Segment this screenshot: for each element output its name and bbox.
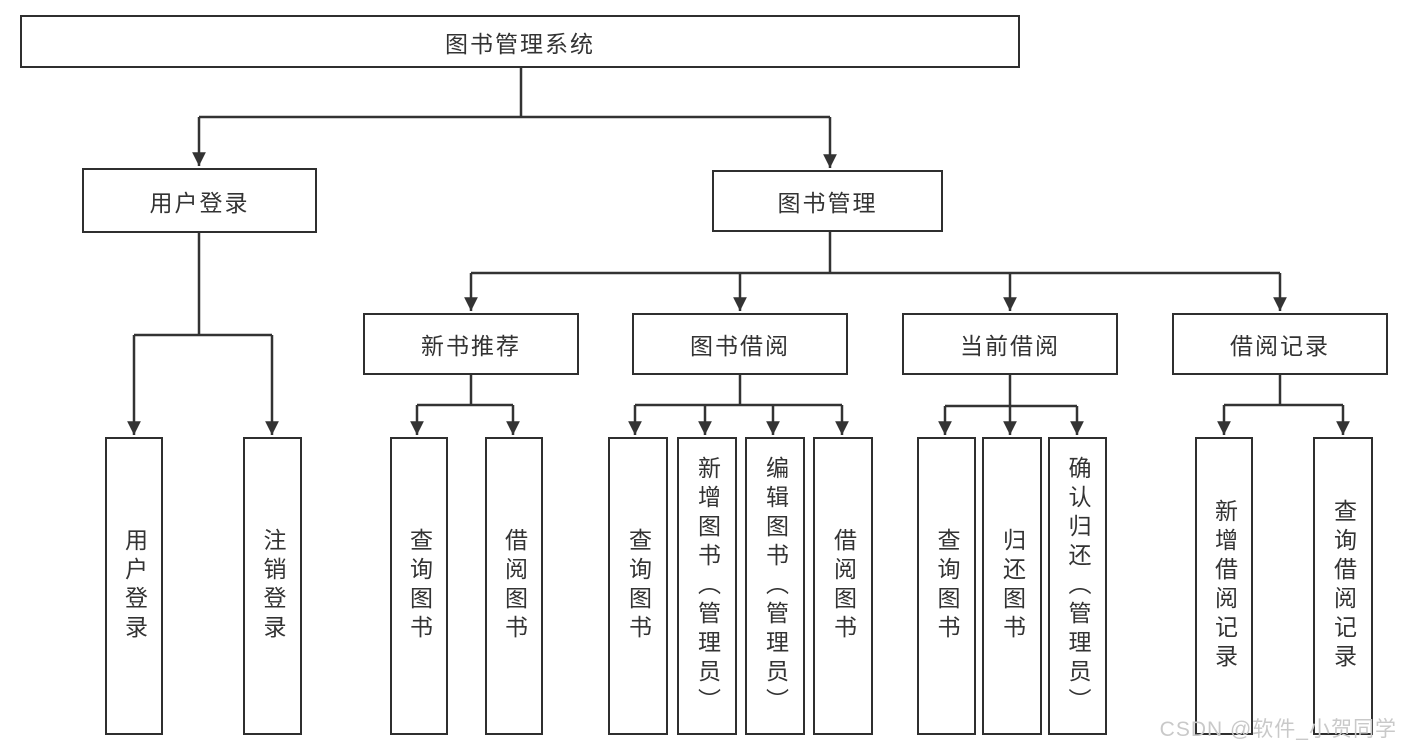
leaf-borrow-books-1: 借阅图书 (485, 437, 543, 735)
leaf-logout: 注销登录 (243, 437, 302, 735)
leaf-query-books-1-label: 查询图书 (406, 528, 433, 644)
leaf-confirm-return-admin: 确认归还（管理员） (1048, 437, 1107, 735)
node-book-borrow: 图书借阅 (632, 313, 848, 375)
node-book-borrow-label: 图书借阅 (690, 333, 790, 359)
leaf-edit-books-admin: 编辑图书（管理员） (745, 437, 805, 735)
node-current-borrow: 当前借阅 (902, 313, 1118, 375)
leaf-borrow-books-2-label: 借阅图书 (830, 528, 857, 644)
leaf-logout-label: 注销登录 (260, 528, 286, 644)
node-borrow-records-label: 借阅记录 (1230, 333, 1330, 359)
leaf-query-books-2: 查询图书 (608, 437, 668, 735)
node-new-book-recommend-label: 新书推荐 (421, 333, 521, 359)
node-user-login: 用户登录 (82, 168, 317, 233)
leaf-query-books-3-label: 查询图书 (934, 528, 960, 644)
leaf-query-books-1: 查询图书 (390, 437, 448, 735)
leaf-query-borrow-record-label: 查询借阅记录 (1330, 499, 1357, 673)
leaf-user-login: 用户登录 (105, 437, 163, 735)
leaf-add-books-admin: 新增图书（管理员） (677, 437, 737, 735)
node-book-management-label: 图书管理 (777, 190, 878, 216)
node-root: 图书管理系统 (20, 15, 1020, 68)
node-book-management: 图书管理 (712, 170, 943, 232)
leaf-return-books: 归还图书 (982, 437, 1042, 735)
leaf-confirm-return-admin-label: 确认归还（管理员） (1065, 455, 1091, 717)
node-user-login-label: 用户登录 (149, 189, 250, 216)
leaf-query-borrow-record: 查询借阅记录 (1313, 437, 1373, 735)
node-root-label: 图书管理系统 (445, 30, 595, 57)
leaf-borrow-books-2: 借阅图书 (813, 437, 873, 735)
leaf-query-books-3: 查询图书 (917, 437, 976, 735)
leaf-add-books-admin-label: 新增图书（管理员） (694, 455, 721, 717)
node-new-book-recommend: 新书推荐 (363, 313, 579, 375)
csdn-watermark: CSDN @软件_小贺同学 (1159, 718, 1397, 741)
node-current-borrow-label: 当前借阅 (960, 333, 1060, 359)
leaf-return-books-label: 归还图书 (999, 528, 1026, 644)
node-borrow-records: 借阅记录 (1172, 313, 1388, 375)
leaf-user-login-label: 用户登录 (121, 528, 148, 644)
leaf-borrow-books-1-label: 借阅图书 (501, 528, 528, 644)
leaf-edit-books-admin-label: 编辑图书（管理员） (762, 455, 789, 717)
leaf-query-books-2-label: 查询图书 (625, 528, 652, 644)
leaf-add-borrow-record: 新增借阅记录 (1195, 437, 1253, 735)
leaf-add-borrow-record-label: 新增借阅记录 (1211, 499, 1238, 673)
